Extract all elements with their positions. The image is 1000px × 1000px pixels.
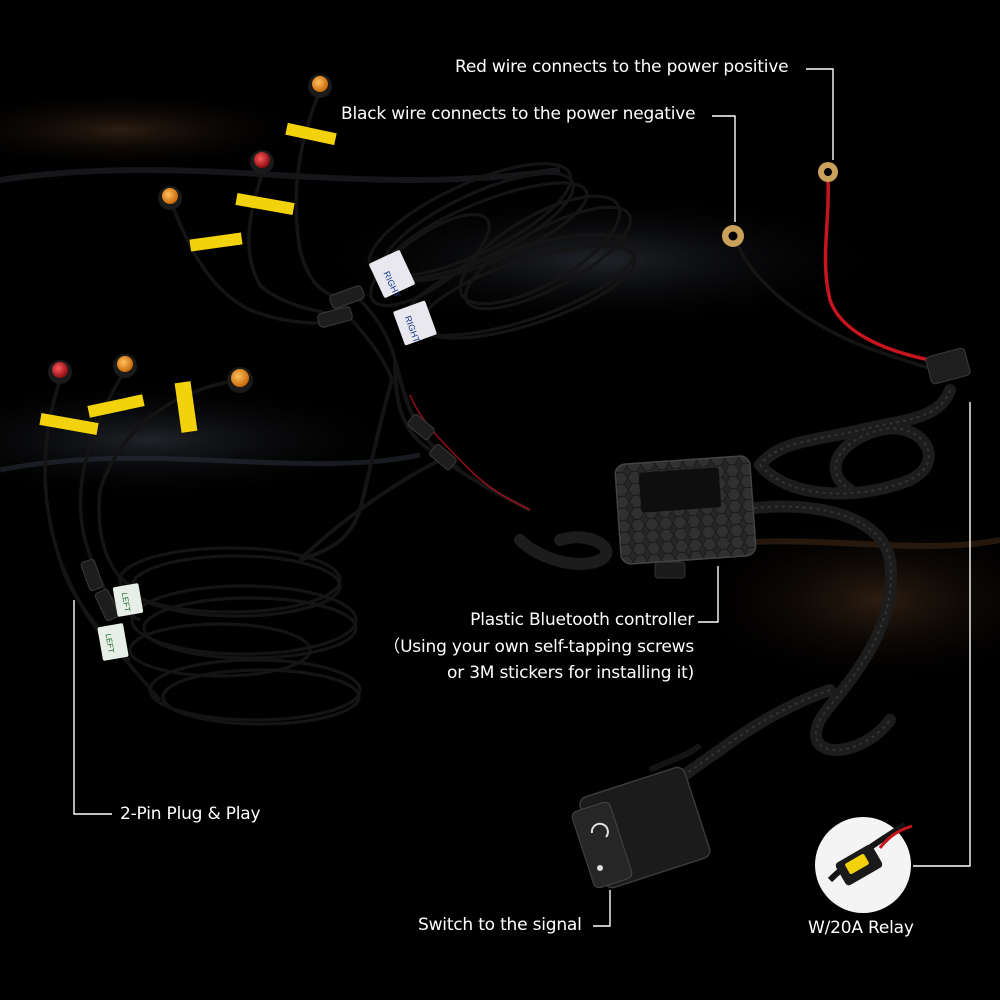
- controller-callout-line1: Plastic Bluetooth controller: [470, 610, 694, 630]
- plug-connectors: [80, 285, 457, 622]
- leader-lines: [73, 68, 971, 927]
- black-wire-leader-line: [712, 115, 736, 222]
- led-marker-lights: [48, 74, 332, 393]
- plug-callout: 2-Pin Plug & Play: [120, 804, 261, 824]
- amber-light-icon: [158, 186, 182, 210]
- harness-tags: RIGHT RIGHT LEFT LEFT: [97, 250, 437, 661]
- controller-leader-line: [698, 566, 719, 623]
- controller-callout-line3: or 3M stickers for installing it): [447, 663, 694, 683]
- switch-callout: Switch to the signal: [418, 915, 582, 935]
- rocker-switch-icon: [571, 742, 711, 889]
- relay-leader-line: [913, 402, 971, 867]
- red-light-icon: [250, 150, 274, 174]
- ring-terminal-icon: [818, 162, 838, 182]
- plug-leader-line: [73, 600, 112, 815]
- switch-leader-line: [593, 890, 611, 927]
- tag-text: LEFT: [120, 592, 132, 613]
- amber-light-icon: [308, 74, 332, 98]
- amber-light-icon: [227, 367, 253, 393]
- relay-inset-icon: [815, 817, 913, 913]
- ring-terminal-icon: [722, 225, 744, 247]
- fuse-holder-icon: [925, 347, 971, 385]
- black-wire-callout: Black wire connects to the power negativ…: [341, 104, 696, 124]
- red-wire-leader-line: [806, 68, 834, 160]
- relay-callout: W/20A Relay: [808, 918, 914, 938]
- power-wires: [734, 179, 936, 372]
- bluetooth-controller-icon: [614, 455, 757, 579]
- tag-text: LEFT: [104, 633, 116, 654]
- amber-light-icon: [113, 354, 137, 378]
- controller-callout-line2: （Using your own self-tapping screws: [383, 637, 694, 657]
- yellow-warning-tags: [39, 122, 337, 435]
- red-wire-callout: Red wire connects to the power positive: [455, 57, 789, 77]
- red-light-icon: [48, 360, 72, 384]
